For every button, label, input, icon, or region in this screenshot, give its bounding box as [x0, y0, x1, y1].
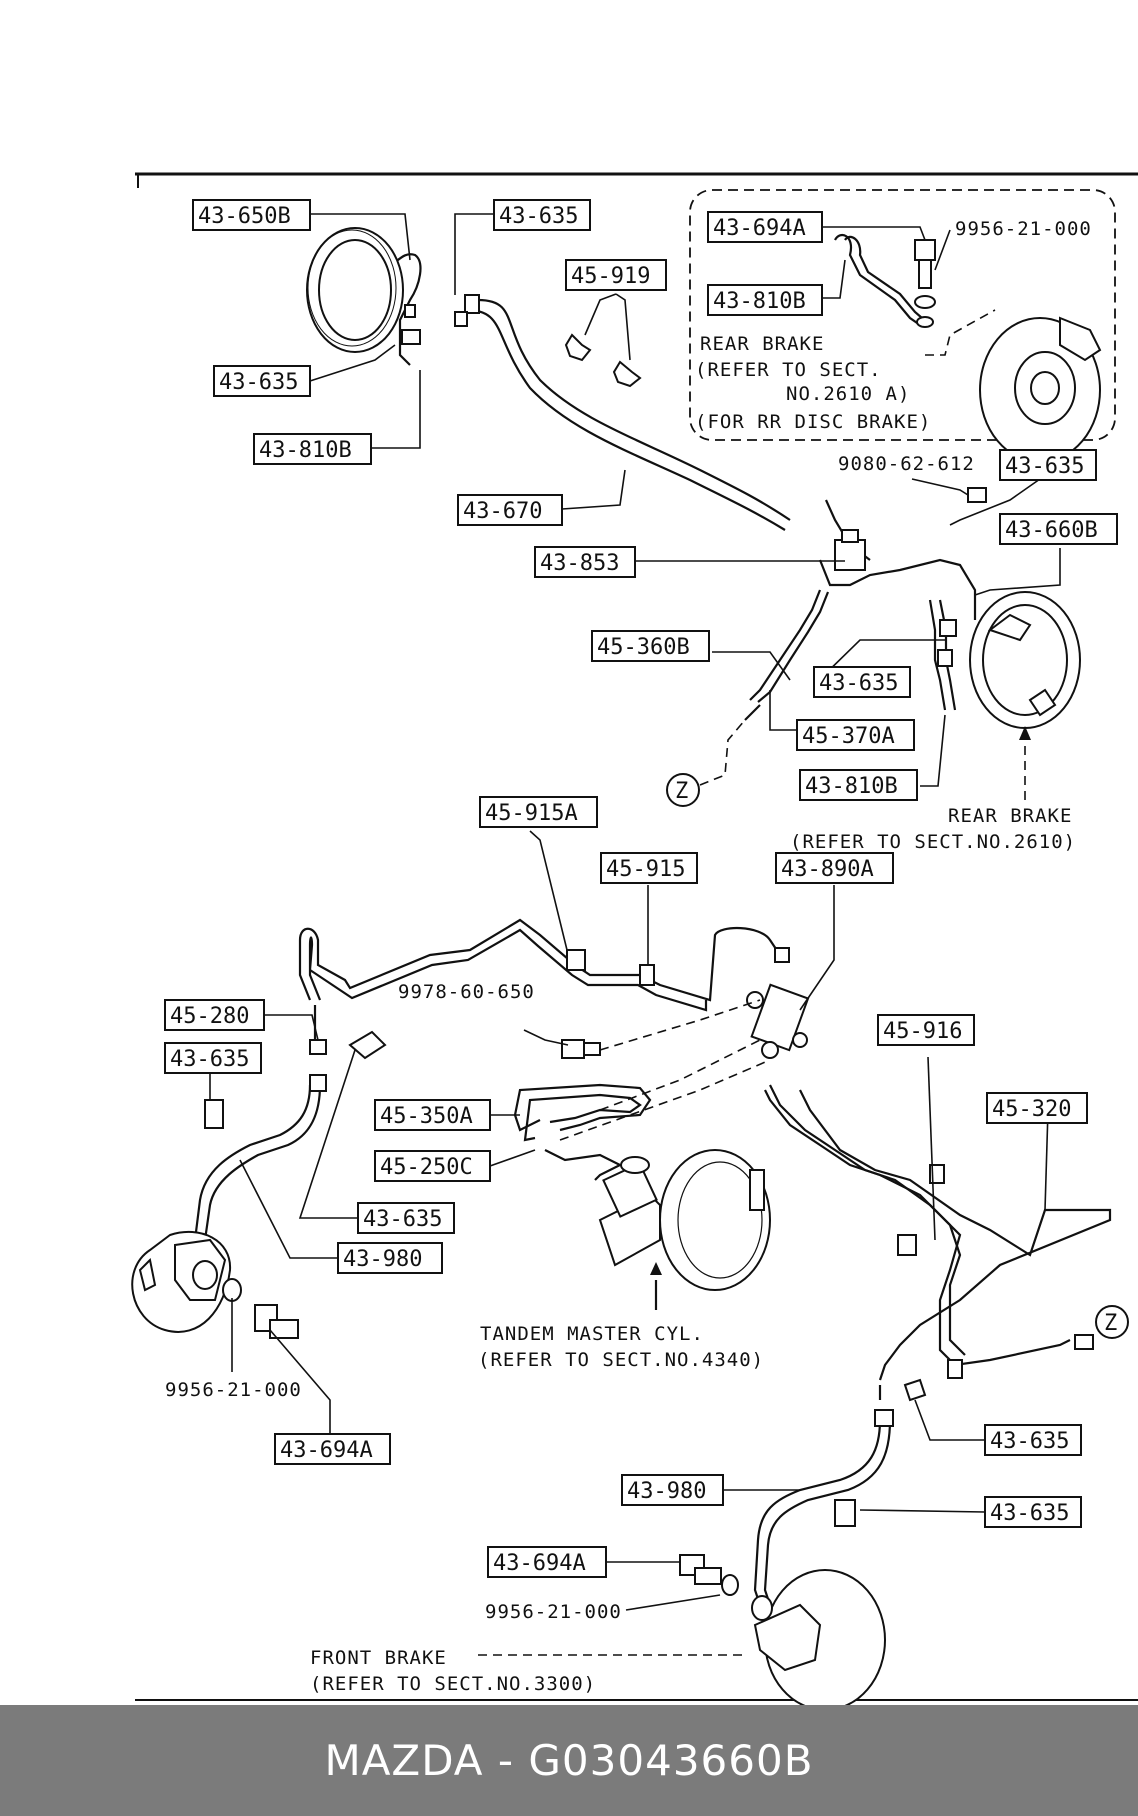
label-9956-left: 9956-21-000 [165, 1379, 302, 1401]
label-45-350A: 45-350A [380, 1104, 473, 1129]
part-number-labels: 43-650B 43-635 45-919 43-694A 9956-21-00… [164, 199, 1118, 1695]
label-9956-disc: 9956-21-000 [955, 218, 1092, 240]
label-43-635-center: 43-635 [819, 671, 898, 696]
label-43-635-top: 43-635 [499, 204, 578, 229]
label-43-694A-right: 43-694A [493, 1551, 586, 1576]
rear-disc-brake-box [689, 189, 1116, 441]
note-rear-disc-1: REAR BRAKE [700, 333, 824, 355]
front-left-brake [131, 1030, 387, 1339]
label-9080: 9080-62-612 [838, 453, 975, 475]
note-rear-disc-4: (FOR RR DISC BRAKE) [695, 411, 931, 433]
label-45-320: 45-320 [992, 1097, 1071, 1122]
label-45-360B: 45-360B [597, 635, 690, 660]
label-43-694A-disc: 43-694A [713, 216, 806, 241]
label-45-370A: 45-370A [802, 724, 895, 749]
footer-banner: MAZDA - G03043660B [0, 1705, 1138, 1816]
note-front-2: (REFER TO SECT.NO.3300) [310, 1673, 596, 1695]
leader-lines [209, 213, 1061, 1656]
label-43-660B: 43-660B [1005, 518, 1098, 543]
label-9956-right: 9956-21-000 [485, 1601, 622, 1623]
label-45-915: 45-915 [606, 857, 685, 882]
z-marker-upper [666, 773, 700, 807]
label-43-890A: 43-890A [781, 857, 874, 882]
label-43-635-lower-right-1: 43-635 [990, 1429, 1069, 1454]
label-43-650B: 43-650B [198, 204, 291, 229]
tandem-master-cylinder [598, 1149, 771, 1310]
brake-booster [659, 1149, 771, 1291]
three-way-junction [834, 539, 866, 571]
brake-line-diagram: Z Z [131, 172, 1138, 1705]
label-45-280: 45-280 [170, 1004, 249, 1029]
label-43-670: 43-670 [463, 499, 542, 524]
note-rear-brake-1: REAR BRAKE [948, 805, 1072, 827]
label-43-635-upper-right: 43-635 [1005, 454, 1084, 479]
label-43-980-right: 43-980 [627, 1479, 706, 1504]
note-rear-disc-3: NO.2610 A) [786, 383, 910, 405]
label-45-919: 45-919 [571, 264, 650, 289]
note-front-1: FRONT BRAKE [310, 1647, 447, 1669]
label-43-810B-left: 43-810B [259, 438, 352, 463]
label-43-694A-left: 43-694A [280, 1438, 373, 1463]
z-marker-upper-text: Z [675, 779, 688, 804]
note-master-1: TANDEM MASTER CYL. [480, 1323, 704, 1345]
note-rear-disc-2: (REFER TO SECT. [695, 359, 882, 381]
parts-drawings: Z Z [131, 189, 1129, 1705]
note-rear-brake-2: (REFER TO SECT.NO.2610) [790, 831, 1076, 853]
label-9978: 9978-60-650 [398, 981, 535, 1003]
label-43-635-lower-right-2: 43-635 [990, 1501, 1069, 1526]
z-marker-lower-text: Z [1104, 1311, 1117, 1336]
label-45-915A: 45-915A [485, 801, 578, 826]
front-right-brake [679, 1378, 927, 1705]
label-43-810B-right: 43-810B [805, 774, 898, 799]
label-43-635-left: 43-635 [219, 370, 298, 395]
label-45-250C: 45-250C [380, 1155, 473, 1180]
label-43-635-mid-left: 43-635 [363, 1207, 442, 1232]
note-master-2: (REFER TO SECT.NO.4340) [478, 1349, 764, 1371]
z-marker-lower [1095, 1305, 1129, 1339]
label-45-916: 45-916 [883, 1019, 962, 1044]
label-43-635-front-left: 43-635 [170, 1047, 249, 1072]
label-43-980-left: 43-980 [343, 1247, 422, 1272]
label-43-853: 43-853 [540, 551, 619, 576]
label-43-810B-disc: 43-810B [713, 289, 806, 314]
footer-part-number: MAZDA - G03043660B [324, 1736, 814, 1785]
